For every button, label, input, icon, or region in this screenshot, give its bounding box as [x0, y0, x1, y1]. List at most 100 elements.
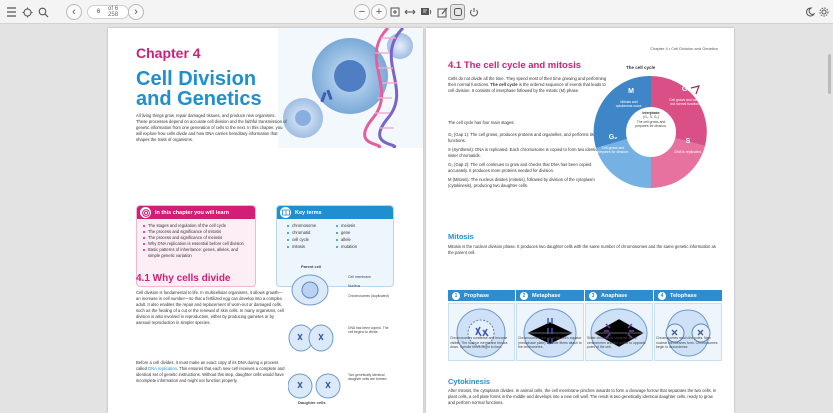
vertical-scrollbar[interactable]: [828, 54, 831, 94]
chapter-label: Chapter 4: [136, 45, 201, 61]
phase-panel-telophase: [654, 303, 722, 361]
target-icon: [140, 207, 151, 218]
zoom-in-icon[interactable]: +: [371, 4, 387, 20]
bookmark-icon[interactable]: [20, 4, 34, 20]
left-page: Chapter 4 Cell Division and Genetics Al: [108, 28, 423, 413]
cell-cycle-wheel: [593, 75, 707, 189]
intro-paragraph: All living things grow, repair damaged t…: [136, 113, 287, 142]
running-header: Chapter 4 • Cell Division and Genetics: [650, 46, 718, 51]
mitosis-paragraph: Mitosis is the nuclear division phase. I…: [448, 244, 716, 255]
interphase-label: Interphase: [642, 111, 660, 115]
key-term: gene: [336, 230, 385, 235]
list-item: The stages and regulation of the cell cy…: [143, 223, 249, 229]
sidebar-icon[interactable]: [4, 4, 18, 20]
phase-panel-anaphase: [585, 303, 653, 361]
key-terms-box: Key terms chromosome meiosis chromatid g…: [276, 205, 394, 287]
read-aloud-icon[interactable]: [419, 4, 433, 20]
key-term: cell cycle: [287, 237, 336, 242]
s-phase-label: S: [685, 138, 691, 145]
page-current[interactable]: 6: [96, 9, 101, 15]
g2-text: Cell grows and prepares for division.: [597, 146, 629, 154]
label-dna-copied: DNA has been copied. The cell begins to …: [348, 326, 389, 334]
key-term: meiosis: [336, 223, 385, 228]
list-item: G₁ (Gap 1): The cell grows, produces pro…: [448, 132, 608, 143]
g1-label: G₁: [681, 86, 691, 93]
theme-icon[interactable]: [803, 4, 817, 20]
label-nucleus: Nucleus: [348, 284, 361, 288]
list-item: G₂ (Gap 2): The cell continues to grow a…: [448, 162, 592, 173]
fit-width-icon[interactable]: [403, 4, 417, 20]
draw-icon[interactable]: [435, 4, 449, 20]
section-heading: 4.1 Why cells divide: [136, 273, 231, 284]
metaphase-text: Chromosomes line up at the cell's equato…: [518, 336, 582, 349]
document-viewer[interactable]: Chapter 4 Cell Division and Genetics Al: [0, 24, 833, 413]
list-item: S (Synthesis): DNA is replicated. Each c…: [448, 147, 601, 158]
label-cell-membrane: Cell membrane: [348, 275, 371, 279]
section-heading: 4.1 The cell cycle and mitosis: [448, 60, 582, 71]
anaphase-text: Sister chromatids separate at the centro…: [587, 336, 646, 349]
list-item: The process and significance of meiosis: [143, 235, 249, 241]
reader-toolbar: ‹ 6 of 6 258 › − +: [0, 0, 833, 24]
phase-panel-prophase: [448, 303, 515, 361]
stages-list: G₁ (Gap 1): The cell grows, produces pro…: [448, 132, 608, 189]
page-number-box[interactable]: 6 of 6 258: [87, 5, 129, 19]
cytokinesis-heading: Cytokinesis: [448, 377, 491, 386]
telophase-text: Chromosomes reach the poles. New nuclear…: [656, 336, 718, 349]
cytokinesis-paragraph: After mitosis, the cytoplasm divides. In…: [448, 388, 717, 405]
interphase-text: The cell grows and prepares for division…: [635, 120, 667, 128]
key-term: mitosis: [287, 244, 336, 249]
page-total: of 6 258: [108, 6, 119, 18]
book-icon: [280, 207, 291, 218]
prophase-text: Chromosomes condense and become visible.…: [450, 336, 508, 349]
learn-box: In this chapter you will learn The stage…: [136, 205, 256, 287]
page-title: Cell Division and Genetics: [136, 68, 262, 110]
g1-text: Cell grows and carries out normal functi…: [669, 98, 703, 106]
anaphase-cell-image: [590, 308, 648, 358]
section-paragraph-2: Before a cell divides, it must make an e…: [136, 360, 285, 383]
label-two-cells: Two genetically identical daughter cells…: [348, 373, 388, 381]
telophase-cell-image: [665, 309, 711, 357]
stages-intro: The cell cycle has four main stages:: [448, 120, 515, 125]
key-terms-header: Key terms: [277, 206, 393, 219]
cell-cycle-paragraph: Cells do not divide all the time. They s…: [448, 76, 607, 93]
search-icon[interactable]: [36, 4, 50, 20]
g2-label: G₂: [608, 134, 618, 141]
right-page: Chapter 4 • Cell Division and Genetics 4…: [426, 28, 734, 413]
key-term: mutation: [336, 244, 385, 249]
label-chromosomes: Chromosomes (duplicated): [348, 294, 389, 298]
zoom-out-icon[interactable]: −: [354, 4, 370, 20]
learn-box-header: In this chapter you will learn: [137, 206, 255, 219]
m-phase-text: Mitosis and cytokinesis occur.: [615, 100, 643, 108]
next-page-icon[interactable]: ›: [128, 4, 144, 20]
daughter-cells-label: Daughter cells: [298, 400, 326, 405]
cell-dna-illustration: [278, 28, 423, 148]
key-terms-grid: chromosome meiosis chromatid gene cell c…: [277, 219, 393, 253]
learn-list: The stages and regulation of the cell cy…: [137, 219, 255, 263]
list-item: M (Mitosis): The nucleus divides (mitosi…: [448, 177, 595, 188]
fit-page-icon[interactable]: [388, 4, 402, 20]
prophase-cell-image: [456, 308, 506, 358]
m-phase-label: M: [628, 88, 634, 95]
list-item: The process and significance of mitosis: [143, 229, 249, 235]
interphase-sub: (G₁, S, G₂): [642, 115, 660, 119]
settings-icon[interactable]: [817, 4, 831, 20]
key-term: chromosome: [287, 223, 336, 228]
rotate-icon[interactable]: [467, 4, 481, 20]
phase-panel-metaphase: [516, 303, 584, 361]
list-item: Basic patterns of inheritance: genes, al…: [143, 247, 249, 259]
cell-division-diagram: [288, 274, 341, 399]
key-term: allele: [336, 237, 385, 242]
s-phase-text: DNA is replicated.: [674, 150, 702, 154]
prev-page-icon[interactable]: ‹: [66, 4, 82, 20]
mitosis-heading: Mitosis: [448, 232, 474, 241]
key-term: chromatid: [287, 230, 336, 235]
parent-cell-label: Parent cell: [301, 264, 322, 269]
list-item: Why DNA replication is essential before …: [143, 241, 249, 247]
erase-icon[interactable]: [450, 4, 465, 20]
metaphase-cell-image: [523, 308, 577, 358]
dna-replication-link[interactable]: DNA replication: [148, 366, 177, 371]
